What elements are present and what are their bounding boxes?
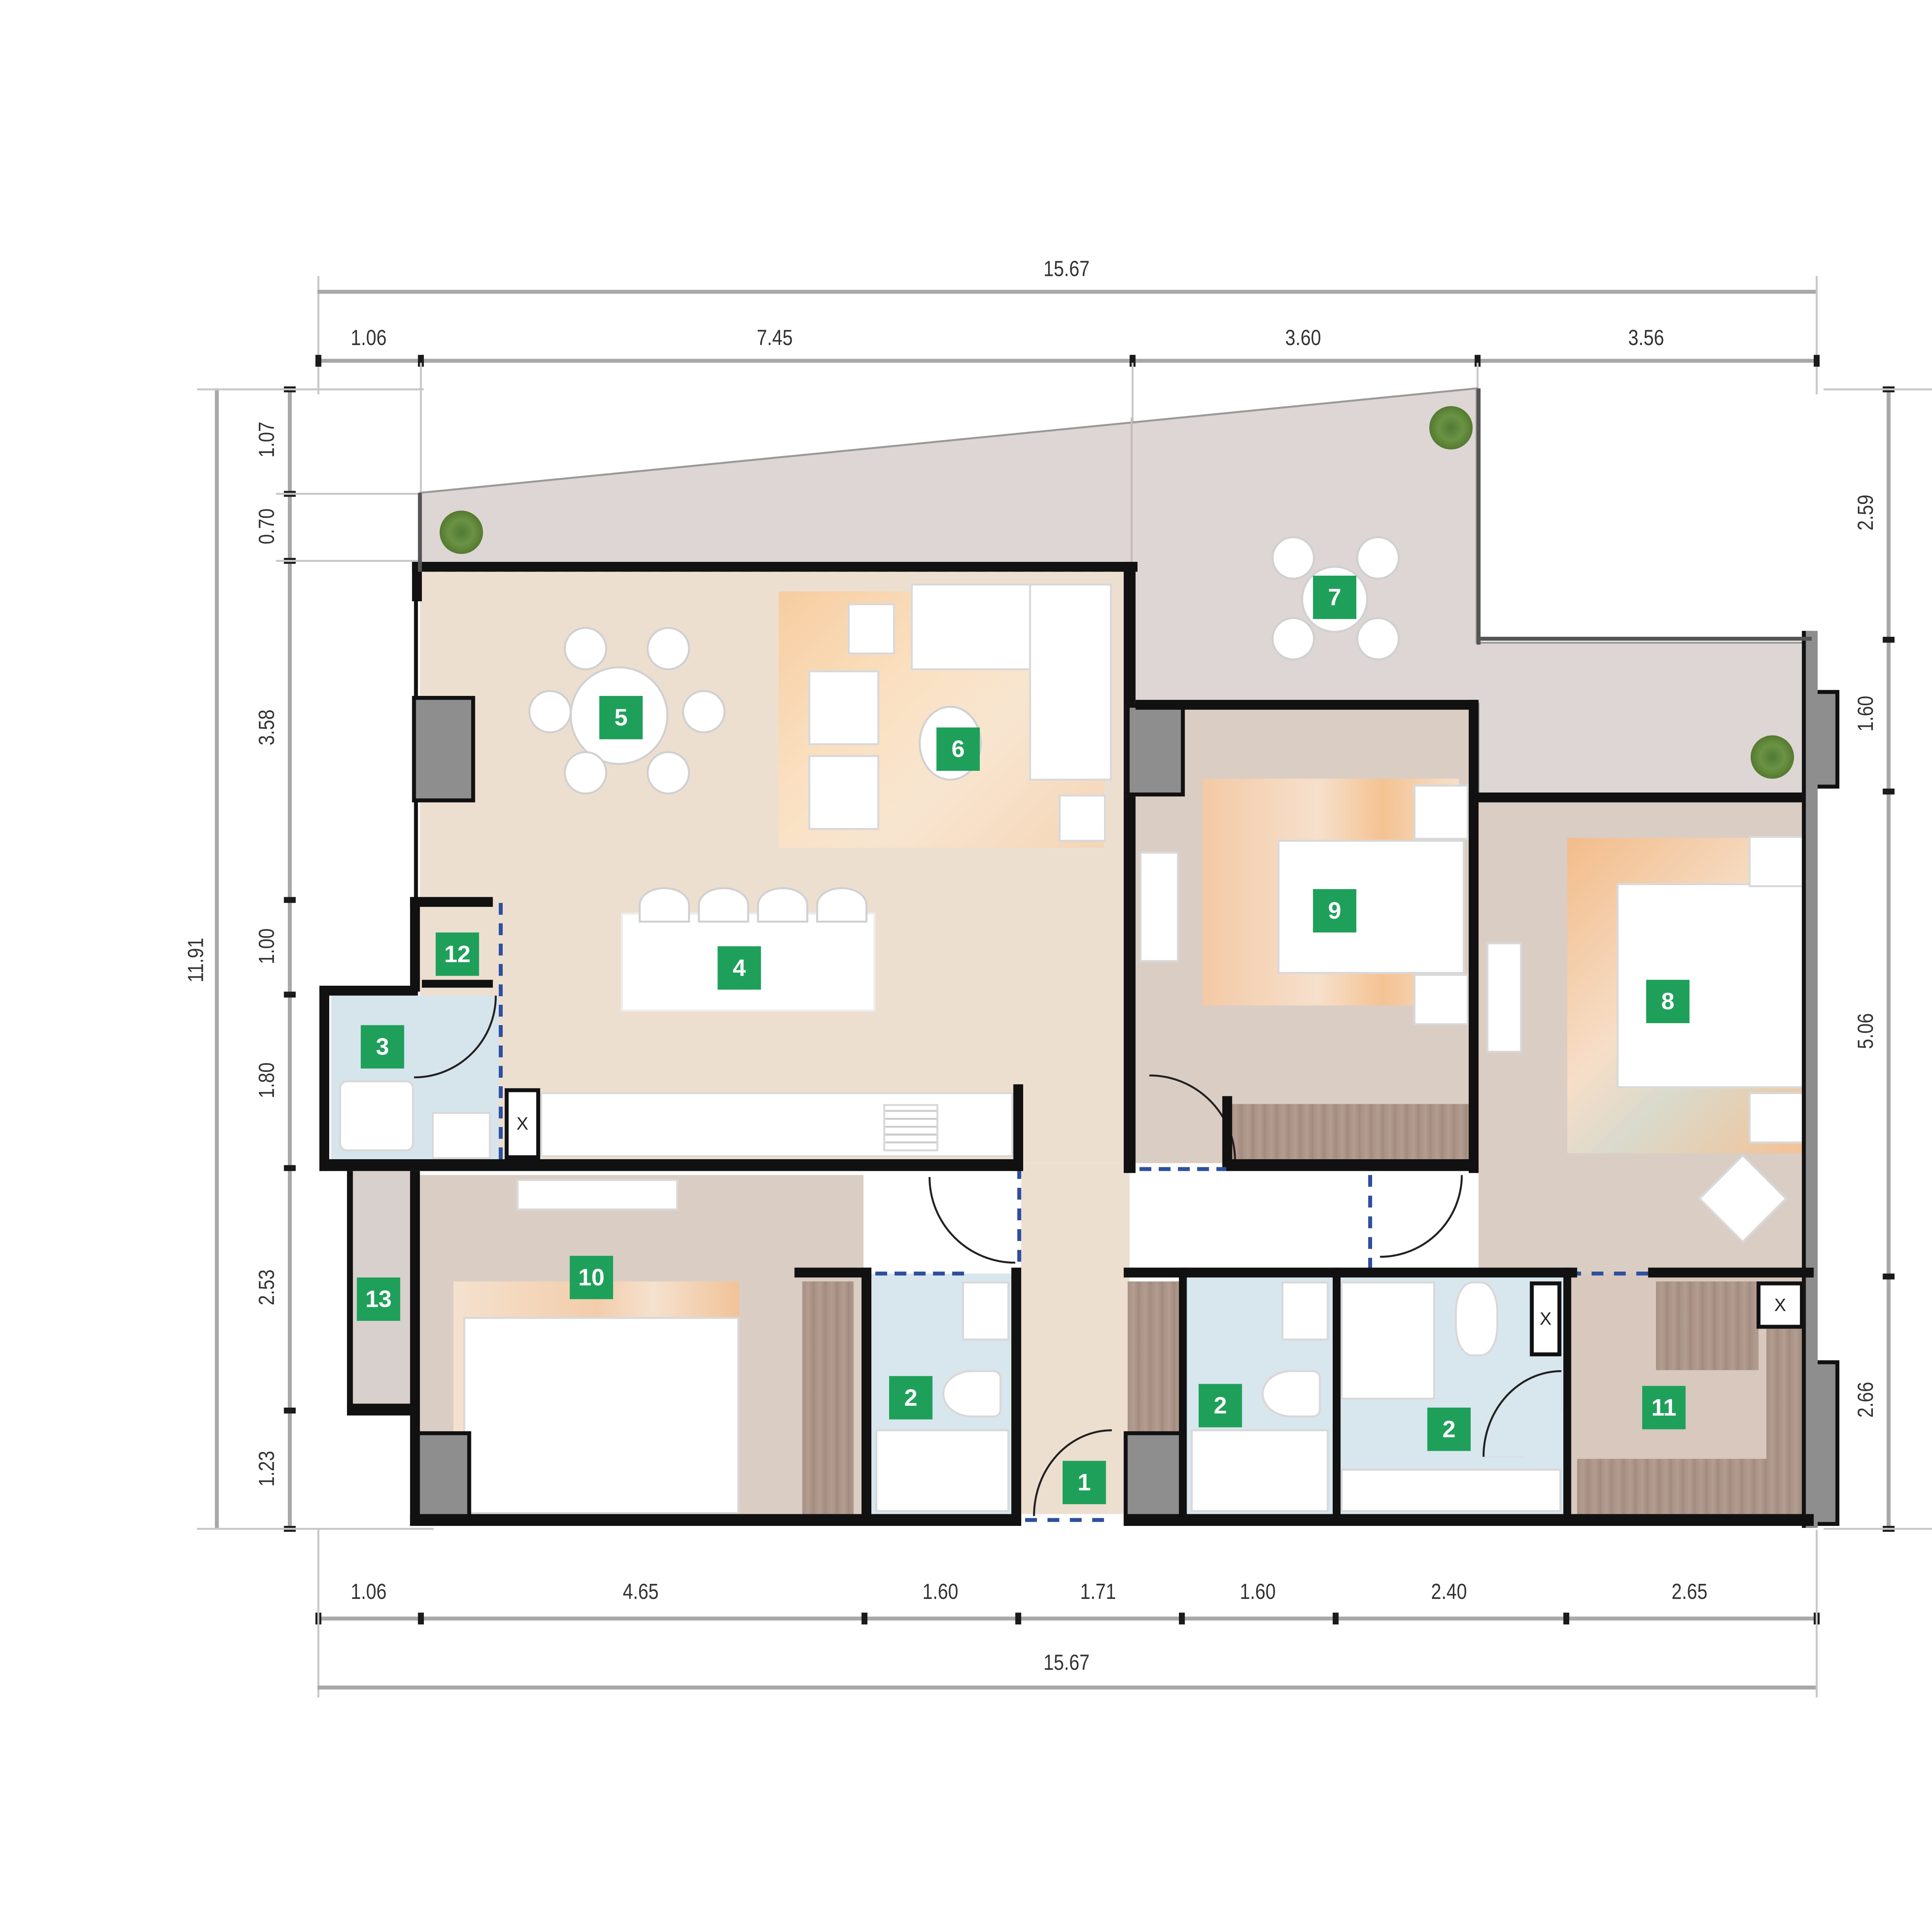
desk-bedroom3 bbox=[516, 1179, 679, 1211]
extension-line bbox=[1815, 276, 1818, 395]
armchair bbox=[808, 755, 879, 830]
plant-icon bbox=[1429, 406, 1473, 450]
bed-bedroom2 bbox=[1277, 840, 1465, 974]
plant-icon bbox=[439, 510, 483, 554]
plant-icon bbox=[1750, 735, 1794, 779]
washer bbox=[339, 1080, 414, 1151]
room-badge-bano: 2 bbox=[1427, 1407, 1471, 1451]
door-opening bbox=[1139, 1167, 1228, 1171]
dimension-line-top-total bbox=[317, 289, 1816, 294]
dim-bottom-4: 1.60 bbox=[1240, 1581, 1276, 1605]
dim-bottom-3: 1.71 bbox=[1080, 1581, 1116, 1605]
closet-bedroom3 bbox=[802, 1281, 854, 1514]
dimension-line-bottom-total bbox=[317, 1685, 1816, 1690]
dim-bottom-6: 2.65 bbox=[1671, 1581, 1708, 1605]
floor-plan: 15.67 1.06 7.45 3.60 3.56 1.06 4.65 1.60… bbox=[185, 258, 1932, 1697]
room-badge-terraza: 7 bbox=[1313, 575, 1357, 619]
door-opening bbox=[1025, 1518, 1104, 1522]
wall bbox=[412, 562, 1138, 572]
room-badge-alacena: 12 bbox=[435, 932, 479, 976]
toilet bbox=[1262, 1370, 1321, 1418]
room-badge-walking-closet: 11 bbox=[1642, 1386, 1686, 1429]
desk-master bbox=[1486, 942, 1522, 1053]
sink bbox=[1281, 1281, 1329, 1341]
desk-bedroom2 bbox=[1139, 852, 1179, 962]
double-vanity bbox=[1340, 1469, 1561, 1512]
column bbox=[1124, 1431, 1183, 1526]
shaft-icon: X bbox=[1530, 1281, 1561, 1357]
dim-bottom-2: 1.60 bbox=[922, 1581, 959, 1605]
shaft-icon: X bbox=[1756, 1281, 1804, 1329]
door-opening bbox=[875, 1271, 964, 1276]
door-opening bbox=[1368, 1175, 1372, 1270]
toilet bbox=[942, 1370, 1002, 1418]
bed-bedroom3 bbox=[463, 1317, 740, 1514]
sink bbox=[962, 1281, 1010, 1341]
room-badge-recamara-3: 10 bbox=[570, 1255, 613, 1299]
closet-bedroom2 bbox=[1230, 1104, 1471, 1159]
dim-bottom-5: 2.40 bbox=[1431, 1581, 1467, 1605]
laundry-sink bbox=[432, 1112, 491, 1159]
room-badge-cocina: 4 bbox=[718, 946, 761, 990]
room-badge-ingreso: 1 bbox=[1062, 1461, 1106, 1504]
room-badge-bano: 2 bbox=[889, 1376, 933, 1420]
kitchen-counter bbox=[540, 1092, 1014, 1157]
dim-top-total: 15.67 bbox=[1043, 258, 1090, 282]
door-opening bbox=[1569, 1271, 1648, 1276]
dim-bottom-total: 15.67 bbox=[1043, 1652, 1090, 1676]
column bbox=[1126, 704, 1185, 797]
dimension-line-right bbox=[1886, 388, 1891, 1528]
room-badge-recamara-principal: 8 bbox=[1646, 980, 1690, 1023]
closet-walkin-lower bbox=[1577, 1459, 1804, 1514]
closet-walkin-upper bbox=[1656, 1281, 1759, 1370]
armchair bbox=[808, 670, 879, 745]
shower bbox=[1340, 1281, 1435, 1400]
closet-walkin-side bbox=[1766, 1321, 1806, 1514]
dim-bottom-1: 4.65 bbox=[622, 1581, 659, 1605]
shaft-icon: X bbox=[505, 1088, 540, 1159]
room-badge-recamara-2: 9 bbox=[1313, 889, 1357, 933]
dim-top-3: 3.56 bbox=[1628, 327, 1664, 351]
shower bbox=[1190, 1429, 1329, 1512]
room-badge-lavado: 3 bbox=[361, 1025, 404, 1069]
dim-bottom-0: 1.06 bbox=[350, 1581, 387, 1605]
door-opening bbox=[498, 903, 503, 1159]
room-badge-balcon: 13 bbox=[357, 1277, 400, 1321]
room-badge-estar: 6 bbox=[936, 727, 980, 771]
dim-top-2: 3.60 bbox=[1285, 327, 1321, 351]
dimension-line-left-total bbox=[215, 388, 219, 1528]
shower bbox=[875, 1429, 1010, 1512]
column bbox=[412, 696, 475, 803]
extension-line bbox=[317, 276, 320, 395]
column bbox=[412, 1431, 471, 1526]
dimension-line-top bbox=[317, 359, 1816, 363]
dim-top-0: 1.06 bbox=[350, 327, 387, 351]
bed-master bbox=[1616, 883, 1804, 1088]
dimension-line-bottom bbox=[317, 1616, 1816, 1621]
toilet bbox=[1455, 1281, 1498, 1357]
door-opening bbox=[1017, 1167, 1021, 1262]
sofa-chaise bbox=[1029, 583, 1112, 781]
room-badge-bano: 2 bbox=[1199, 1384, 1242, 1427]
dim-top-1: 7.45 bbox=[757, 327, 793, 351]
room-badge-comedor: 5 bbox=[599, 696, 643, 740]
cooktop bbox=[883, 1104, 939, 1151]
wall bbox=[410, 1514, 1021, 1526]
dimension-line-left bbox=[287, 388, 292, 1528]
